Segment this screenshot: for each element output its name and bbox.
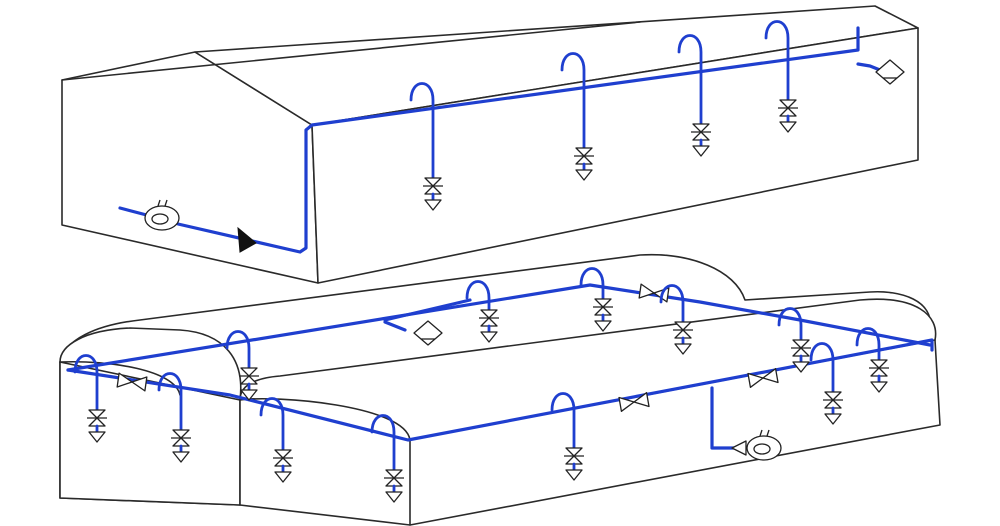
outlet-icon — [779, 121, 797, 133]
valve-half — [747, 372, 764, 388]
rounded-roof-building-complex — [59, 253, 941, 526]
building-side-wall — [311, 27, 919, 284]
outlet-icon — [424, 199, 442, 211]
bottom-drop-6 — [550, 392, 584, 481]
bottom-front-pipe — [66, 338, 934, 442]
bottom-drop-5 — [370, 414, 404, 503]
outlet-icon — [172, 451, 190, 463]
compressor-fitting — [157, 199, 161, 207]
flow-arrow-icon — [237, 226, 257, 253]
gooseneck-drop — [157, 372, 183, 432]
front-arch-edge — [239, 398, 411, 441]
bottom-drop-9 — [659, 284, 693, 355]
top-dryer-icon — [875, 59, 905, 85]
top-compressor-icon — [144, 199, 180, 231]
compressor-body — [746, 435, 782, 461]
top-drop-4 — [764, 20, 798, 133]
gooseneck-drop — [809, 342, 835, 394]
piping-symbols — [73, 20, 905, 503]
bottom-drop-1 — [73, 354, 107, 443]
valve-half — [131, 376, 148, 392]
bottom-compressor-icon — [746, 429, 782, 461]
top-drop-2 — [560, 52, 594, 181]
compressor-fitting — [759, 429, 763, 437]
outlet-icon — [870, 381, 888, 393]
gooseneck-drop — [777, 307, 803, 342]
gooseneck-drop — [259, 397, 285, 452]
outlet-icon — [274, 471, 292, 483]
line-valve-3 — [747, 368, 779, 388]
valve-half — [762, 368, 779, 384]
left-roof-edge — [59, 361, 241, 401]
bottom-drop-2 — [157, 372, 191, 463]
outlet-icon — [88, 431, 106, 443]
bottom-drop-3 — [225, 330, 259, 401]
outlet-icon — [692, 145, 710, 157]
compressor-fitting — [766, 429, 770, 437]
gooseneck-drop — [225, 330, 251, 370]
gooseneck-drop — [855, 327, 881, 362]
valve-half — [116, 372, 133, 388]
gooseneck-drop — [550, 392, 576, 450]
outlet-icon — [824, 413, 842, 425]
gooseneck-drop — [409, 82, 435, 180]
top-main-pipe — [176, 26, 860, 254]
compressor-motor — [753, 443, 771, 455]
bottom-drop-11 — [809, 342, 843, 425]
gooseneck-drop — [677, 34, 703, 126]
line-valve-1 — [116, 372, 148, 392]
gooseneck-drop — [560, 52, 586, 150]
outlet-icon — [594, 320, 612, 332]
compressor-body — [144, 205, 180, 231]
outlet-icon — [575, 169, 593, 181]
outlet-icon — [385, 491, 403, 503]
outlet-icon — [674, 343, 692, 355]
gooseneck-drop — [465, 280, 491, 312]
bottom-drop-4 — [259, 397, 293, 483]
bottom-dryer-pipe — [383, 320, 407, 332]
valve-half — [618, 396, 635, 412]
compressor-motor — [151, 213, 169, 225]
gooseneck-drop — [370, 414, 396, 472]
bottom-drop-7 — [465, 280, 499, 343]
line-valve-2 — [618, 392, 650, 412]
top-dryer-pipe — [856, 62, 882, 72]
top-drop-3 — [677, 34, 711, 157]
pipe-network — [66, 26, 934, 450]
gooseneck-drop — [73, 354, 99, 412]
bottom-dryer-branch — [383, 298, 472, 322]
bottom-drop-8 — [579, 267, 613, 332]
bottom-dryer-icon — [413, 320, 443, 346]
gooseneck-drop — [579, 267, 605, 301]
compressor-fitting — [164, 199, 168, 207]
outlet-icon — [792, 361, 810, 373]
bottom-drop-12 — [855, 327, 889, 393]
bottom-flow-arrow-icon — [731, 440, 747, 456]
gooseneck-drop — [659, 284, 685, 324]
valve-half — [638, 283, 655, 299]
outlet-icon — [565, 469, 583, 481]
gable-roof-building — [61, 5, 919, 284]
outlet-icon — [240, 389, 258, 401]
valve-half — [633, 392, 650, 408]
roof-back-edge — [61, 21, 641, 81]
gooseneck-drop — [764, 20, 790, 102]
outlet-icon — [480, 331, 498, 343]
top-drop-1 — [409, 82, 443, 211]
bottom-drop-10 — [777, 307, 811, 373]
